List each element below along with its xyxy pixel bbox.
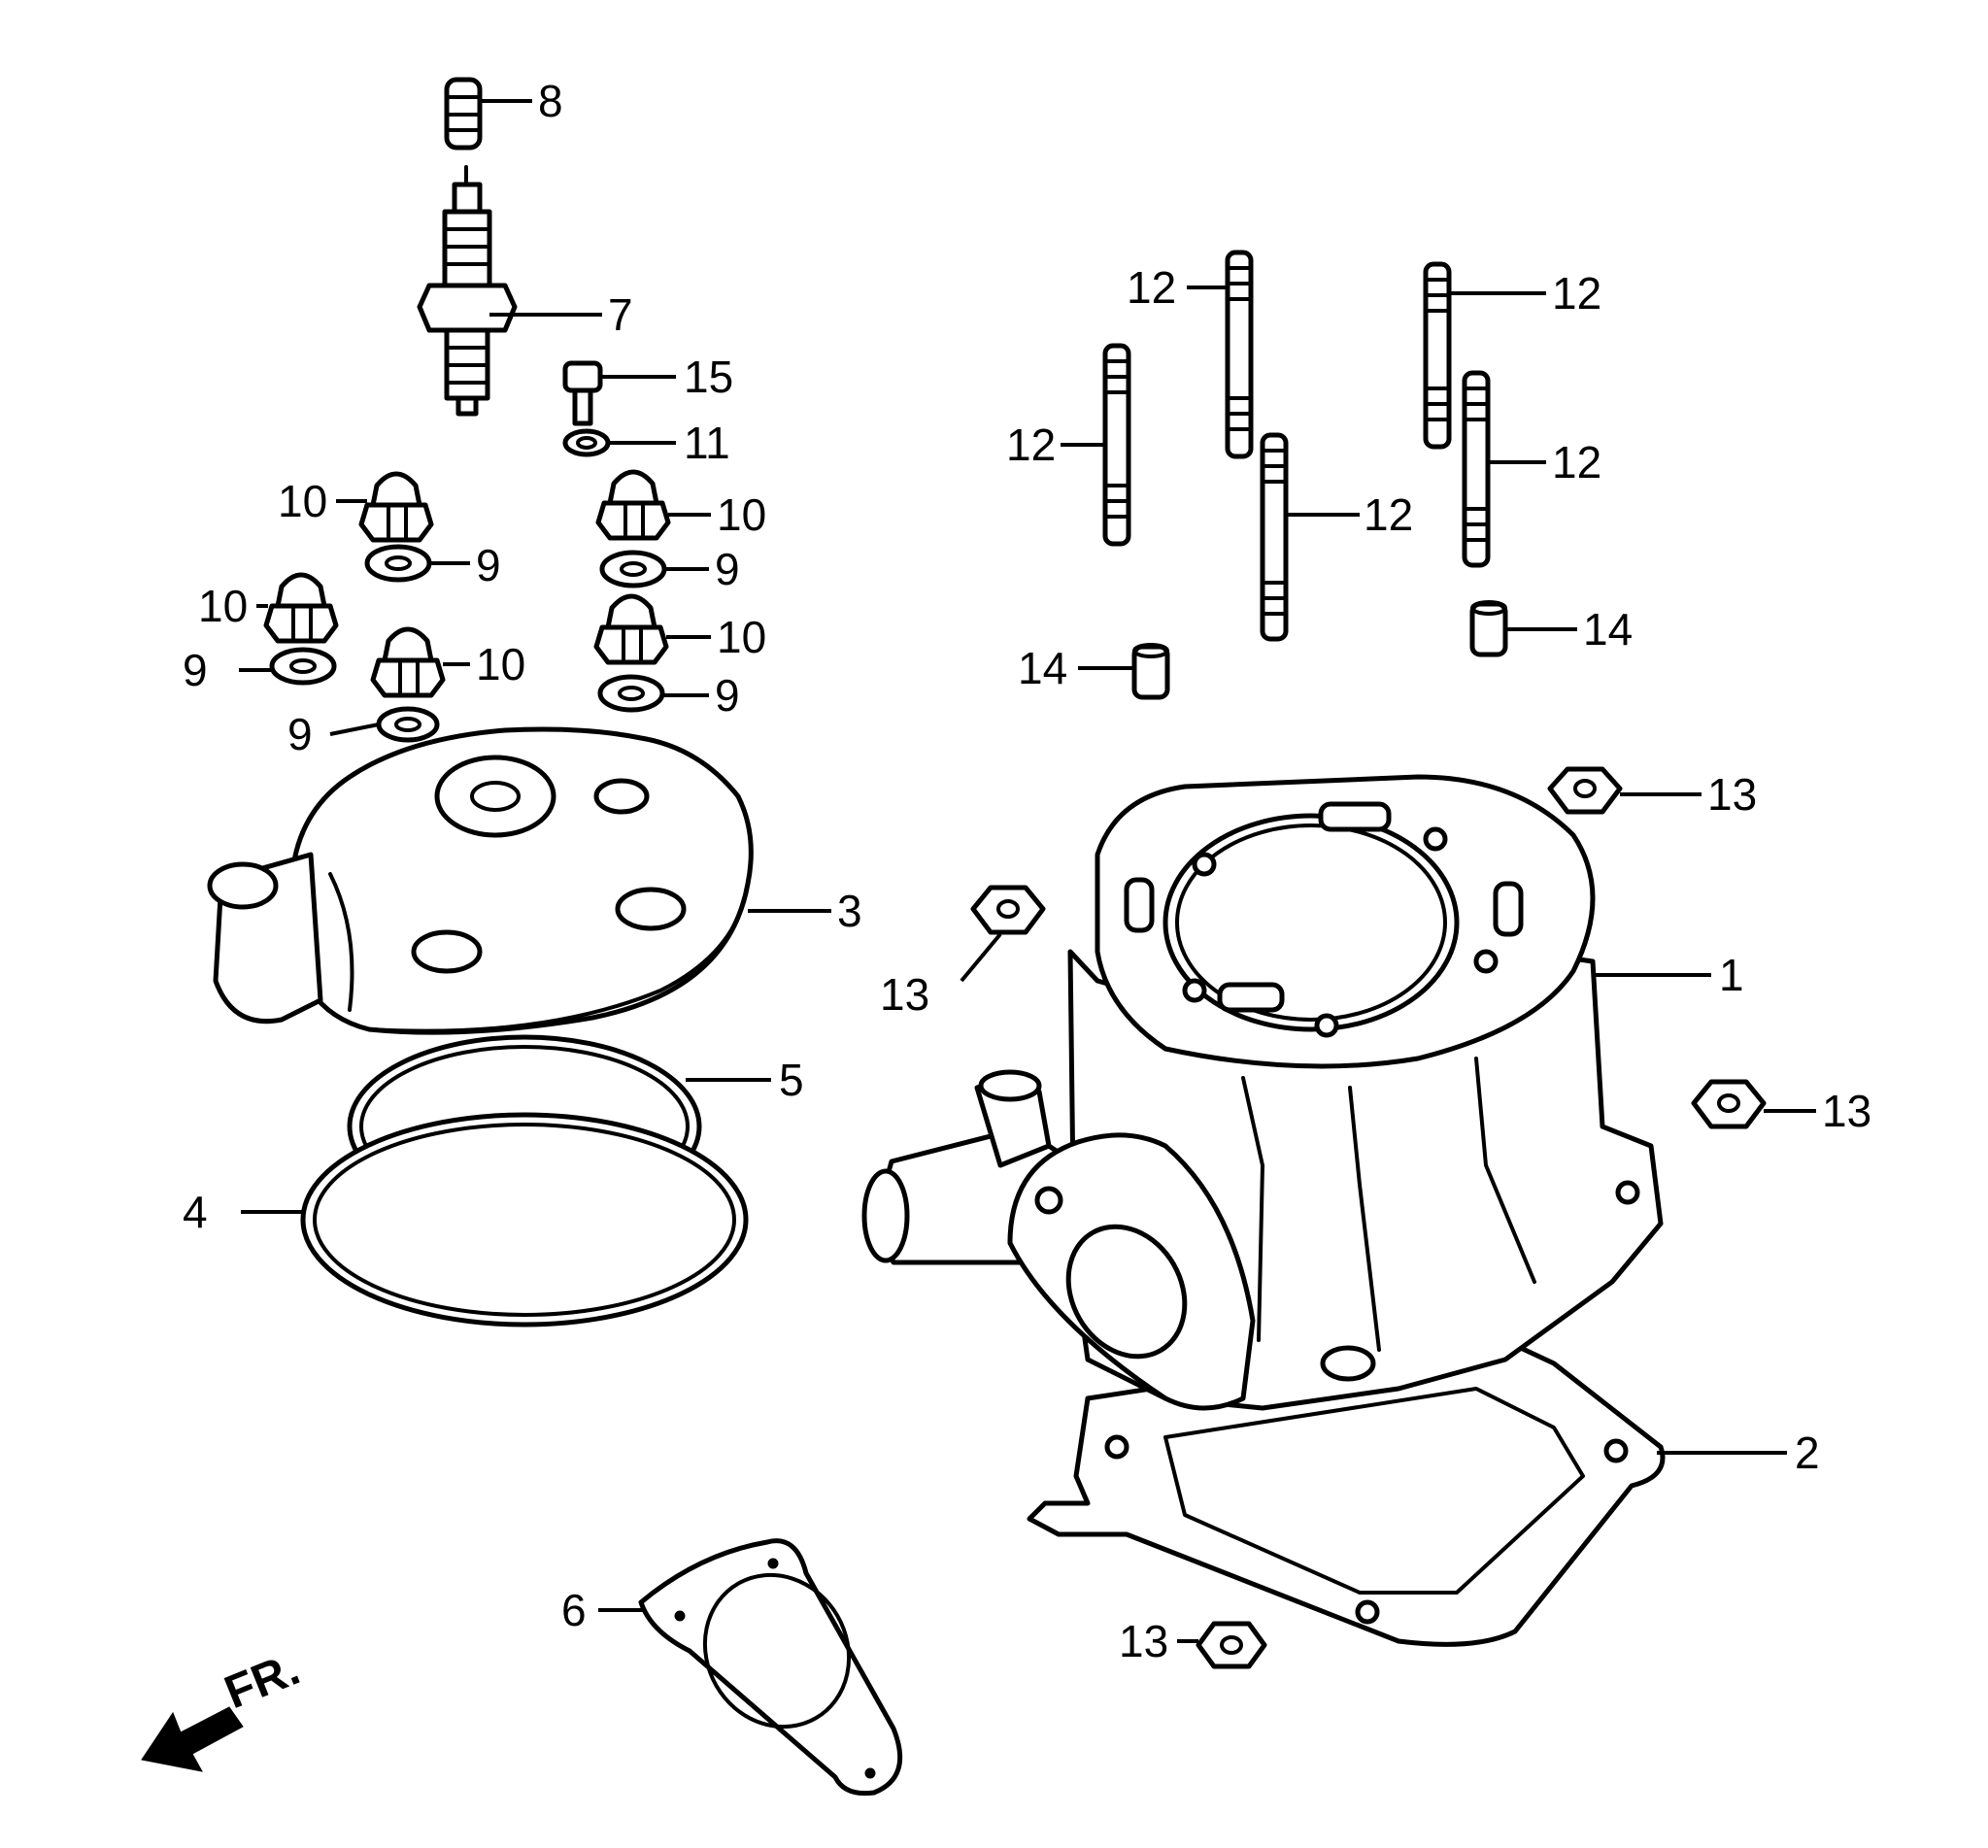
- callout-2: 2: [1795, 1428, 1820, 1478]
- callout-12d: 12: [1552, 268, 1601, 319]
- cylinder: [861, 774, 1664, 1411]
- cap-nut-3: [263, 572, 339, 644]
- callout-6: 6: [561, 1585, 587, 1635]
- cap-nut-1: [358, 471, 434, 543]
- callout-14b: 14: [1583, 604, 1633, 655]
- callout-13b: 13: [880, 969, 929, 1020]
- cylinder-base-gasket: [1027, 1333, 1666, 1647]
- flange-nut-4: [1196, 1621, 1267, 1669]
- callout-9d: 9: [715, 670, 740, 721]
- flange-nut-1: [1547, 766, 1623, 815]
- callout-labels: 1 2 3 4 5 6 7 8 9 9 9 9 9 10 10 10 10 10…: [183, 76, 1871, 1719]
- callout-15: 15: [684, 352, 733, 402]
- stud-4: [1423, 261, 1452, 450]
- flange-nut-3: [1691, 1079, 1767, 1129]
- washer-2: [599, 550, 667, 588]
- dowel-pin-1: [1131, 643, 1170, 700]
- callout-10c: 10: [198, 581, 248, 631]
- callout-3: 3: [837, 886, 862, 936]
- cylinder-head: [207, 726, 754, 1035]
- stud-1: [1102, 343, 1131, 547]
- callout-9b: 9: [715, 544, 740, 594]
- callout-10b: 10: [717, 489, 766, 540]
- cap-nut-5: [370, 626, 446, 698]
- callout-9e: 9: [287, 709, 313, 759]
- callout-9a: 9: [476, 540, 501, 590]
- callout-12a: 12: [1127, 262, 1176, 313]
- cap-nut-4: [593, 593, 669, 665]
- callout-11: 11: [684, 418, 730, 468]
- cap-nut-2: [595, 469, 671, 541]
- dowel-pin-2: [1469, 600, 1508, 657]
- callout-13c: 13: [1822, 1086, 1871, 1136]
- callout-12b: 12: [1006, 420, 1056, 470]
- spark-plug-cap: [444, 77, 483, 151]
- washer-4: [597, 674, 665, 713]
- callout-8: 8: [538, 76, 563, 126]
- stud-3: [1260, 432, 1289, 642]
- washer-3: [269, 647, 337, 686]
- callout-9c: 9: [183, 645, 208, 695]
- washer-5: [376, 706, 440, 743]
- callout-4: 4: [183, 1187, 208, 1237]
- stud-2: [1225, 250, 1254, 459]
- callout-13a: 13: [1707, 769, 1757, 820]
- callout-7: 7: [608, 289, 633, 340]
- callout-10d: 10: [717, 612, 766, 662]
- drain-bolt: [562, 360, 603, 426]
- callout-1: 1: [1719, 950, 1744, 1000]
- callout-12e: 12: [1552, 437, 1601, 487]
- front-direction-label: FR.: [218, 1643, 307, 1719]
- stud-5: [1462, 370, 1491, 568]
- front-direction-arrow: [141, 1706, 244, 1772]
- sealing-washer: [562, 428, 611, 457]
- o-ring-large: [300, 1112, 749, 1327]
- callout-13d: 13: [1119, 1616, 1168, 1666]
- washer-1: [364, 544, 432, 583]
- callout-10a: 10: [278, 476, 327, 526]
- flange-nut-2: [970, 885, 1046, 935]
- callout-5: 5: [779, 1055, 804, 1105]
- exhaust-gasket: [638, 1538, 903, 1797]
- leader-lines: [239, 99, 1816, 1643]
- spark-plug: [417, 165, 518, 417]
- callout-10e: 10: [476, 639, 525, 689]
- callout-12c: 12: [1364, 489, 1413, 540]
- callout-14a: 14: [1018, 643, 1067, 693]
